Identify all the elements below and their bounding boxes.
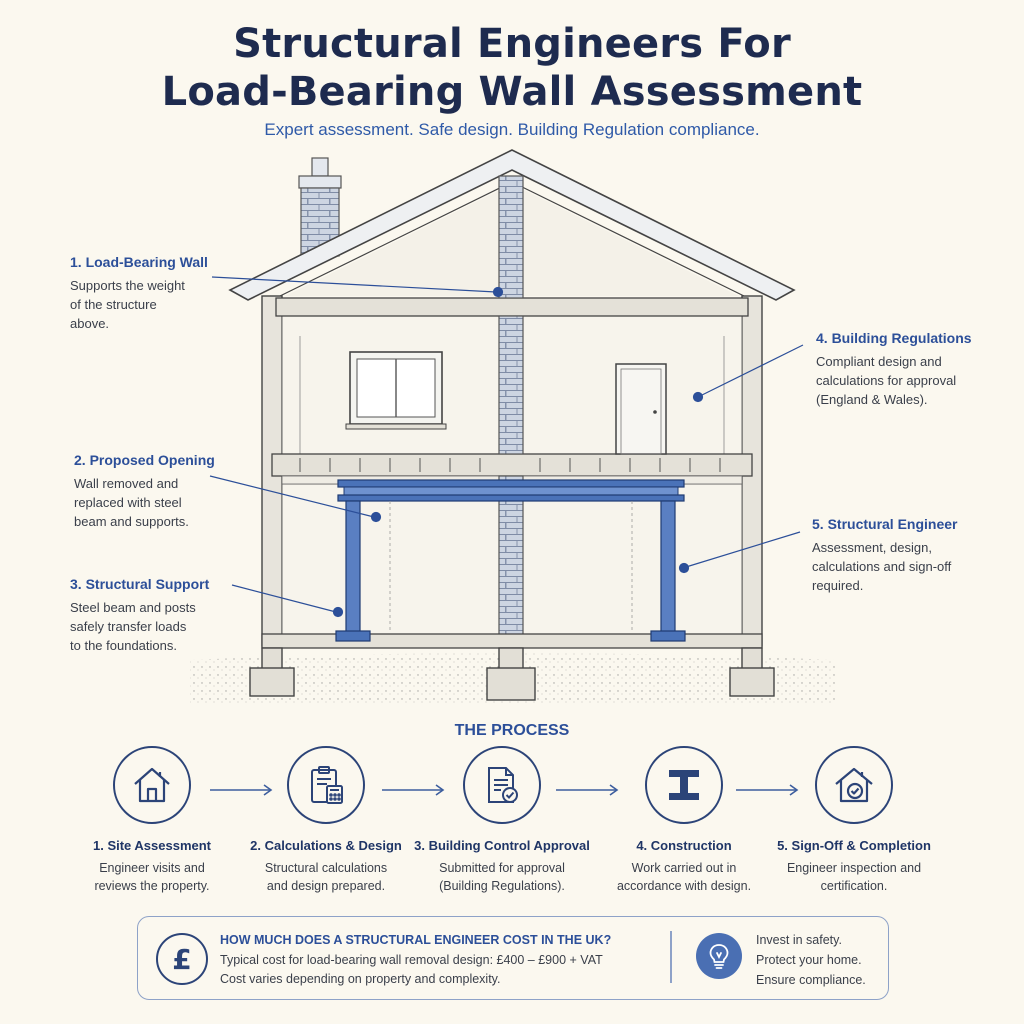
callout-title: 2. Proposed Opening: [74, 452, 215, 468]
step-label: 2. Calculations & Design: [250, 838, 402, 853]
callout-title: 1. Load-Bearing Wall: [70, 254, 208, 270]
ceiling-joist: [275, 297, 749, 317]
step-label: 4. Construction: [636, 838, 732, 853]
callout-title: 4. Building Regulations: [816, 330, 972, 346]
callout-building-regulations: 4. Building Regulations Compliant design…: [816, 330, 972, 409]
house-icon: [113, 746, 191, 824]
page-title: Structural Engineers For Load-Bearing Wa…: [0, 20, 1024, 116]
steel-beam-icon: [645, 746, 723, 824]
step-desc: Structural calculations and design prepa…: [264, 861, 388, 893]
callout-desc: Steel beam and posts safely transfer loa…: [70, 600, 196, 653]
calculator-clipboard-icon: [287, 746, 365, 824]
title-line-1: Structural Engineers For: [233, 21, 791, 67]
load-bearing-wall: [498, 175, 524, 647]
step-desc: Engineer inspection and certification.: [786, 861, 922, 893]
arrow-right-icon: [382, 784, 445, 796]
house-check-icon: [815, 746, 893, 824]
callout-title: 3. Structural Support: [70, 576, 210, 592]
door: [615, 363, 667, 455]
step-label: 3. Building Control Approval: [414, 838, 590, 853]
foundations: [249, 647, 775, 701]
arrow-right-icon: [210, 784, 273, 796]
callout-structural-engineer: 5. Structural Engineer Assessment, desig…: [812, 516, 957, 595]
arrow-right-icon: [556, 784, 619, 796]
step-desc: Engineer visits and reviews the property…: [94, 861, 210, 893]
tagline-1: Invest in safety.: [756, 933, 842, 947]
process-title: THE PROCESS: [454, 722, 570, 739]
callout-desc: Compliant design and calculations for ap…: [816, 354, 957, 407]
callout-desc: Supports the weight of the structure abo…: [70, 278, 185, 331]
title-line-2: Load-Bearing Wall Assessment: [161, 69, 863, 115]
steel-post-right: [650, 500, 686, 642]
step-label: 1. Site Assessment: [92, 838, 212, 853]
cost-question: HOW MUCH DOES A STRUCTURAL ENGINEER COST…: [220, 933, 612, 947]
house-cross-section: [190, 149, 835, 705]
tagline-2: Protect your home.: [756, 953, 862, 967]
process-step-construction: 4. Construction Work carried out in acco…: [584, 746, 784, 895]
leader-lines: [209, 276, 804, 618]
tagline-3: Ensure compliance.: [756, 973, 866, 987]
callout-load-bearing-wall: 1. Load-Bearing Wall Supports the weight…: [70, 254, 208, 333]
steel-beam: [337, 479, 685, 502]
process-step-sign-off: 5. Sign-Off & Completion Engineer inspec…: [754, 746, 954, 895]
cost-line-1: Typical cost for load-bearing wall remov…: [220, 953, 603, 967]
cost-line-2: Cost varies depending on property and co…: [220, 972, 501, 986]
step-desc: Work carried out in accordance with desi…: [616, 861, 752, 893]
arrow-right-icon: [736, 784, 799, 796]
approved-document-icon: [463, 746, 541, 824]
process-step-site-assessment: 1. Site Assessment Engineer visits and r…: [52, 746, 252, 895]
steel-post-left: [335, 500, 371, 642]
callout-desc: Wall removed and replaced with steel bea…: [74, 476, 189, 529]
lightbulb-icon: [696, 933, 742, 979]
callout-title: 5. Structural Engineer: [812, 516, 958, 532]
pound-icon: £: [156, 933, 208, 985]
callout-proposed-opening: 2. Proposed Opening Wall removed and rep…: [74, 452, 215, 531]
page-subtitle: Expert assessment. Safe design. Building…: [264, 120, 760, 139]
cost-panel: £ HOW MUCH DOES A STRUCTURAL ENGINEER CO…: [137, 916, 889, 1000]
divider: [670, 931, 672, 983]
callout-structural-support: 3. Structural Support Steel beam and pos…: [70, 576, 209, 655]
process-step-building-control: 3. Building Control Approval Submitted f…: [402, 746, 602, 895]
step-desc: Submitted for approval (Building Regulat…: [439, 861, 565, 893]
step-label: 5. Sign-Off & Completion: [777, 838, 931, 853]
process-step-calculations: 2. Calculations & Design Structural calc…: [226, 746, 426, 895]
callout-desc: Assessment, design, calculations and sig…: [812, 540, 952, 593]
window: [345, 351, 447, 430]
